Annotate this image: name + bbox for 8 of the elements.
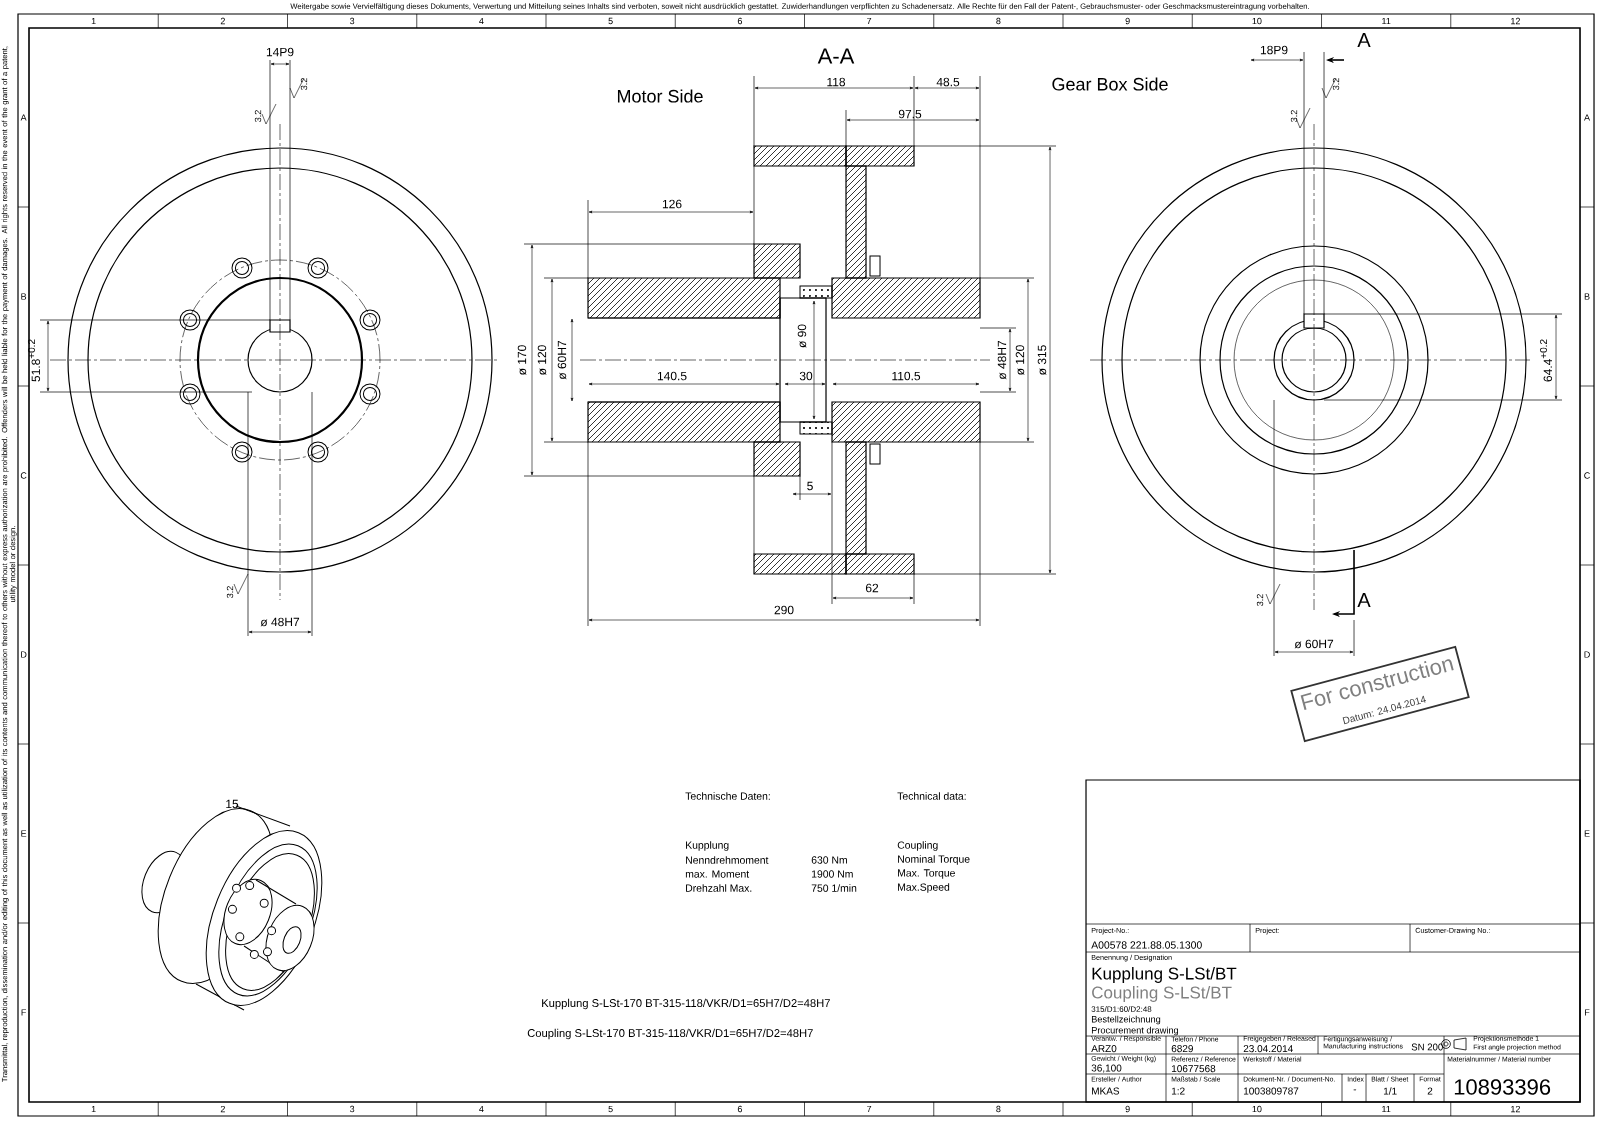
view-title: Motor Side [617, 89, 703, 103]
section-marker: A [1357, 593, 1371, 607]
title-block-text: Coupling S-LSt/BT [1092, 986, 1232, 1002]
title-block-text: 10893396 [1454, 1079, 1551, 1095]
title-block-text: Kupplung S-LSt/BT [1092, 967, 1237, 983]
section-title: A-A [817, 48, 855, 64]
section-marker: A [1357, 33, 1371, 47]
view-title: Gear Box Side [1052, 77, 1168, 91]
